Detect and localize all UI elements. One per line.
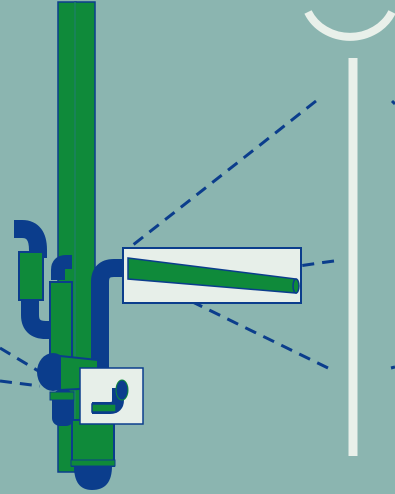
leader-line-left-a bbox=[0, 346, 41, 374]
leader-line-left-b bbox=[0, 379, 41, 388]
hook-stand bbox=[304, 10, 395, 456]
leader-line-mid bbox=[269, 259, 335, 272]
callout-box-pipe bbox=[122, 247, 302, 304]
elbow-fitting-icon bbox=[91, 379, 129, 414]
junction-fitting bbox=[37, 353, 116, 490]
s-trap-bend bbox=[14, 220, 60, 339]
inner-trap bbox=[49, 255, 73, 379]
callout-box-elbow bbox=[79, 367, 144, 425]
leader-line-top bbox=[123, 99, 317, 254]
leader-line-right-bottom bbox=[390, 365, 395, 370]
hook-curve bbox=[304, 10, 395, 41]
